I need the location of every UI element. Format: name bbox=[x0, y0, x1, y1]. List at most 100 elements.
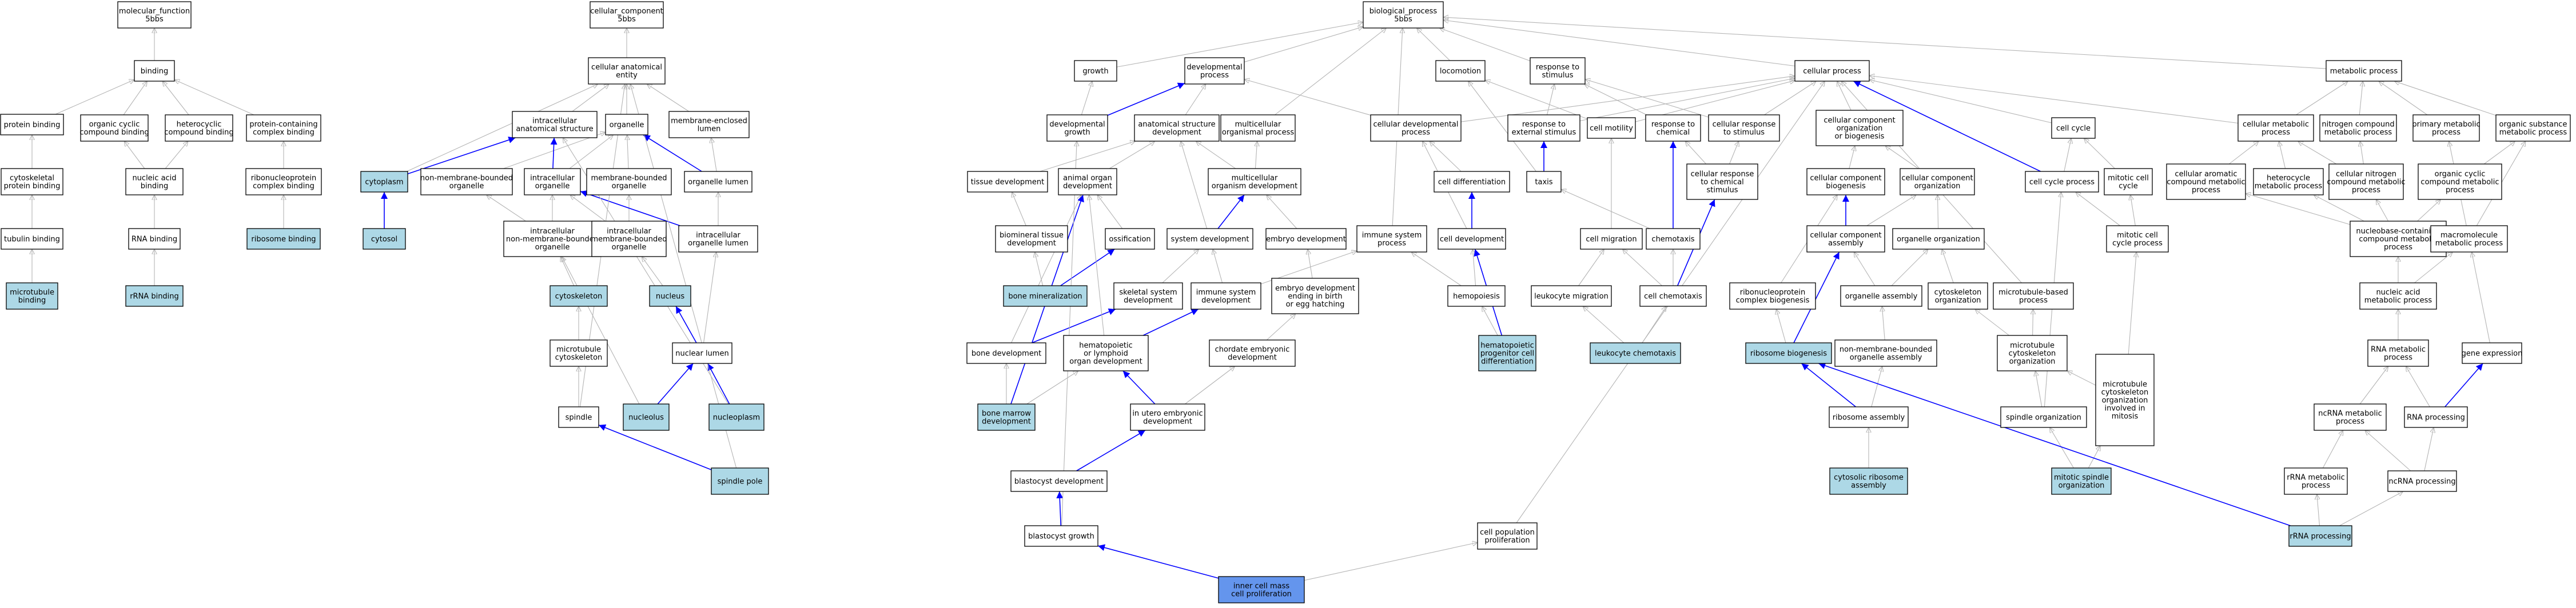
node-b75[interactable]: microtubulecytoskeletonorganizationinvol… bbox=[2095, 354, 2155, 446]
node-c20[interactable]: nucleolus bbox=[623, 403, 670, 431]
node-b42[interactable]: cell migration bbox=[1580, 228, 1643, 250]
node-c16[interactable]: nucleus bbox=[649, 285, 691, 307]
node-b39[interactable]: embryo development bbox=[1265, 228, 1347, 250]
node-c12[interactable]: intracellularnon-membrane-boundedorganel… bbox=[503, 221, 602, 257]
node-b6[interactable]: cellular process bbox=[1794, 60, 1870, 82]
node-b13[interactable]: cell motility bbox=[1587, 117, 1636, 139]
node-n12[interactable]: ribosome binding bbox=[246, 228, 321, 250]
node-b43[interactable]: chemotaxis bbox=[1646, 228, 1701, 250]
node-b49[interactable]: bone mineralization bbox=[1003, 285, 1088, 307]
node-b70[interactable]: gene expression bbox=[2462, 342, 2523, 364]
node-b38[interactable]: system development bbox=[1166, 228, 1253, 250]
node-b4[interactable]: locomotion bbox=[1435, 60, 1486, 82]
node-b66[interactable]: ribosome biogenesis bbox=[1745, 342, 1832, 364]
node-b82[interactable]: ncRNA processing bbox=[2387, 470, 2457, 492]
node-b85[interactable]: rRNA processing bbox=[2288, 525, 2352, 547]
node-c4[interactable]: organelle bbox=[605, 114, 648, 135]
node-n2[interactable]: binding bbox=[134, 60, 175, 82]
node-b30[interactable]: cell cycle process bbox=[2025, 171, 2099, 193]
node-b65[interactable]: leukocyte chemotaxis bbox=[1590, 342, 1681, 364]
node-b77[interactable]: RNA processing bbox=[2404, 406, 2468, 428]
node-b7[interactable]: metabolic process bbox=[2326, 60, 2402, 82]
node-n10[interactable]: tubulin binding bbox=[1, 228, 63, 250]
node-c21[interactable]: nucleoplasm bbox=[708, 403, 765, 431]
node-b26[interactable]: taxis bbox=[1526, 171, 1562, 193]
node-b41[interactable]: cell development bbox=[1438, 228, 1506, 250]
node-b73[interactable]: ribosome assembly bbox=[1829, 406, 1909, 428]
node-b2[interactable]: growth bbox=[1074, 60, 1117, 82]
node-n14[interactable]: rRNA binding bbox=[125, 285, 184, 307]
node-b55[interactable]: cell chemotaxis bbox=[1639, 285, 1707, 307]
node-b22[interactable]: tissue development bbox=[967, 171, 1048, 193]
node-b78[interactable]: blastocyst development bbox=[1010, 470, 1108, 492]
node-b25[interactable]: cell differentiation bbox=[1434, 171, 1510, 193]
node-b83[interactable]: blastocyst growth bbox=[1024, 525, 1098, 547]
node-c22[interactable]: spindle pole bbox=[711, 467, 769, 495]
node-b45[interactable]: organelle organization bbox=[1892, 228, 1985, 250]
node-b53[interactable]: hemopoiesis bbox=[1447, 285, 1506, 307]
node-b57[interactable]: organelle assembly bbox=[1840, 285, 1922, 307]
node-n3[interactable]: protein binding bbox=[0, 114, 64, 135]
node-c18[interactable]: nuclear lumen bbox=[672, 342, 732, 364]
